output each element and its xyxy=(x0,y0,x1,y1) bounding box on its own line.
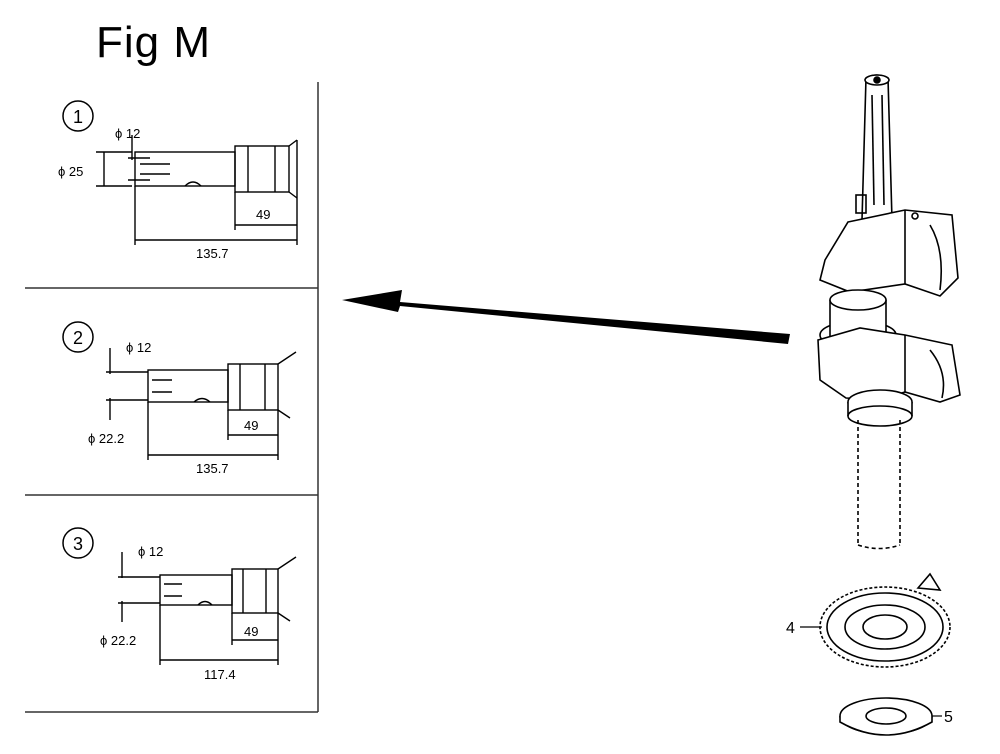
variant-2-dim-long: 135.7 xyxy=(196,461,229,476)
variant-1-drawing: 1 ϕ 12 ϕ 25 49 135.7 xyxy=(58,100,298,261)
variant-1-phi-small: ϕ 12 xyxy=(115,126,140,141)
variant-2-phi-large: ϕ 22.2 xyxy=(88,431,124,446)
variant-3-dim-long: 117.4 xyxy=(204,667,236,682)
crankshaft-illustration xyxy=(817,74,961,550)
variant-3-drawing: 3 ϕ 12 ϕ 22.2 49 117.4 xyxy=(62,527,297,682)
variant-3-phi-small: ϕ 12 xyxy=(138,544,163,559)
variant-3-phi-large: ϕ 22.2 xyxy=(100,633,136,648)
variant-1-dim-short: 49 xyxy=(256,207,270,222)
callout-4: 4 xyxy=(786,620,822,637)
callout-4-label: 4 xyxy=(786,620,795,637)
callout-5: 5 xyxy=(932,709,953,726)
variant-2-phi-small: ϕ 12 xyxy=(126,340,151,355)
gear-part xyxy=(819,572,951,668)
variant-1-number: 1 xyxy=(73,107,83,127)
pointer-arrow xyxy=(342,290,790,344)
variant-1-dim-long: 135.7 xyxy=(196,246,229,261)
variant-panel-frame xyxy=(25,82,319,713)
variant-2-dim-short: 49 xyxy=(244,418,258,433)
figure-title: Fig M xyxy=(96,18,211,67)
washer-part xyxy=(839,697,933,736)
variant-2-drawing: 2 ϕ 12 ϕ 22.2 49 135.7 xyxy=(62,321,297,476)
variant-3-number: 3 xyxy=(73,534,83,554)
variant-3-dim-short: 49 xyxy=(244,624,258,639)
variant-2-number: 2 xyxy=(73,328,83,348)
callout-5-label: 5 xyxy=(944,709,953,726)
variant-1-phi-large: ϕ 25 xyxy=(58,164,83,179)
